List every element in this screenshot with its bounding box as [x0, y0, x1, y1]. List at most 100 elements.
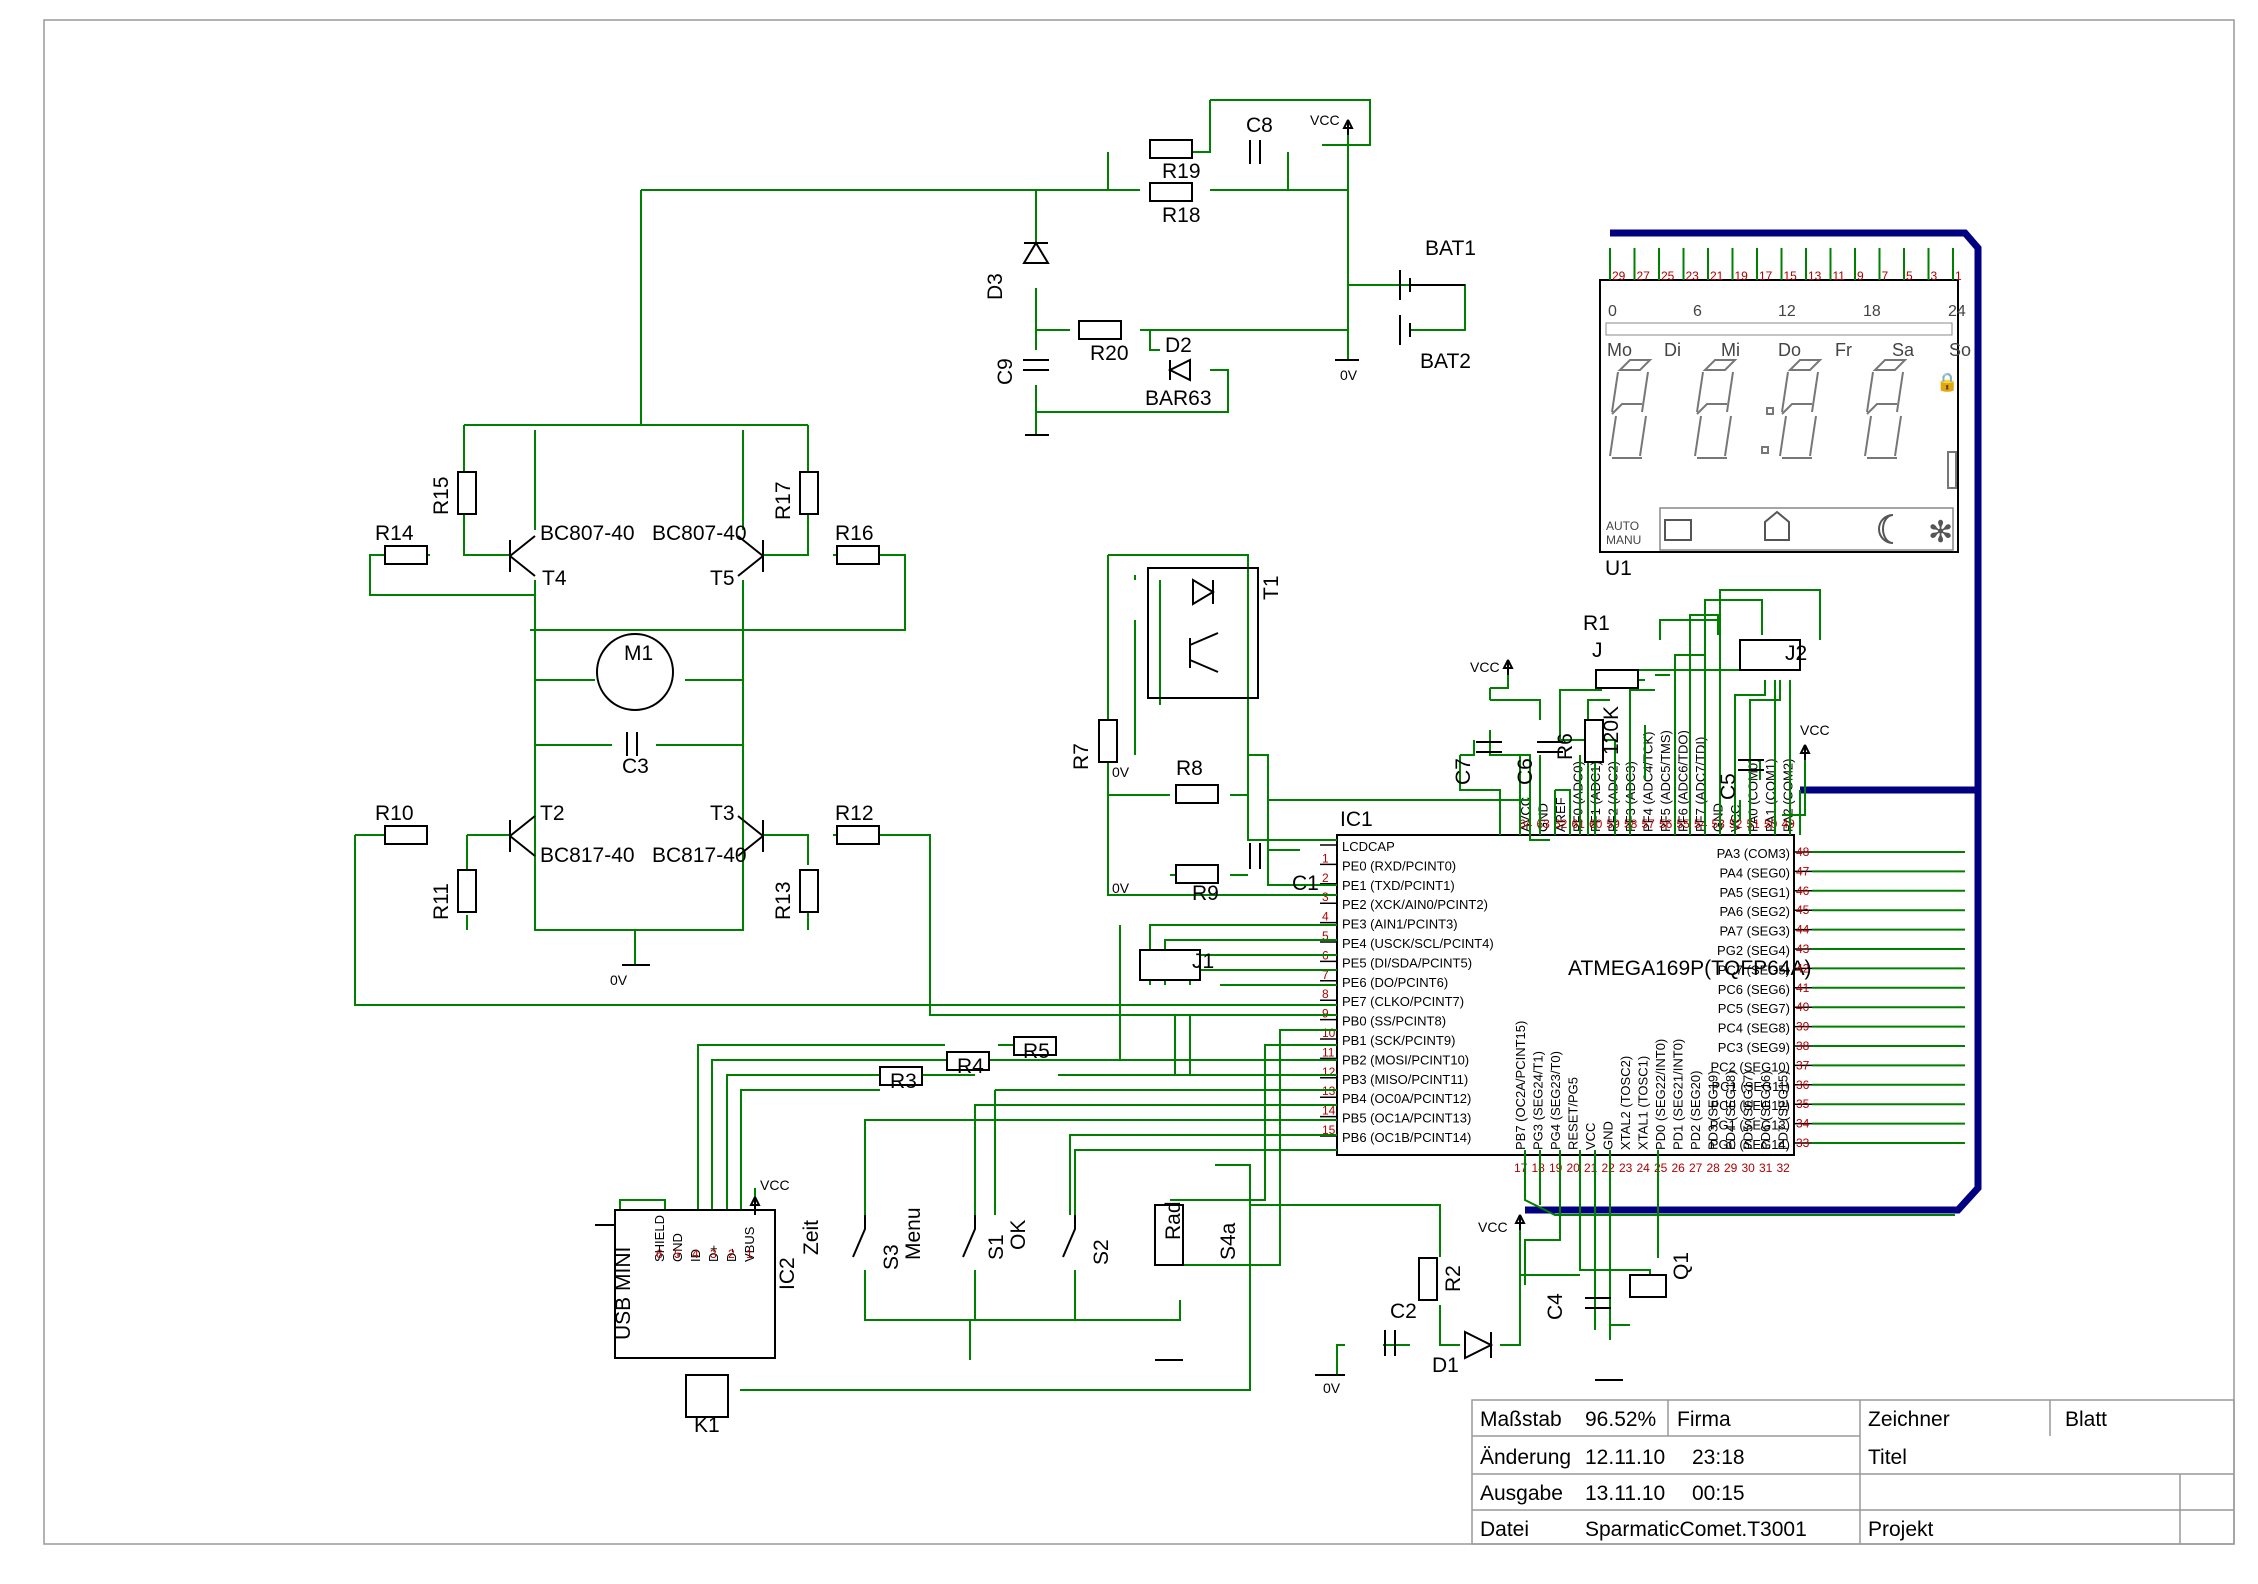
label-ic2: IC2: [776, 1257, 799, 1290]
label-s3: S3: [880, 1244, 903, 1270]
ic1-left-pin-number: 10: [1322, 1026, 1336, 1040]
ic1-bottom-pin-number: 22: [1602, 1161, 1616, 1175]
label-q1: Q1: [1670, 1252, 1693, 1280]
ic1-right-pin-label: PG1 (SEG13): [1710, 1118, 1790, 1133]
ic1-left-pin-number: 9: [1322, 1007, 1329, 1021]
label-r16: R16: [835, 522, 874, 545]
lcd-pin-number: 5: [1906, 269, 1913, 283]
label-t4-type: BC807-40: [540, 522, 635, 545]
lcd-pin-number: 19: [1735, 269, 1749, 283]
ic1-bottom-pin-number: 25: [1654, 1161, 1668, 1175]
label-r6-value: 120K: [1600, 706, 1623, 755]
label-t1: T1: [1260, 575, 1283, 600]
gnd-label: 0V: [1340, 367, 1358, 383]
vcc-label: VCC: [1478, 1219, 1508, 1235]
ic1-left-pin-number: 1: [1322, 851, 1329, 865]
label-r7: R7: [1070, 743, 1093, 770]
ic1-left-pin-label: PB1 (SCK/PCINT9): [1342, 1033, 1455, 1048]
usb-pin-label: D+: [706, 1245, 721, 1262]
ic1-left-pin-label: PB2 (MOSI/PCINT10): [1342, 1052, 1469, 1067]
ic1-top-pin-number: 57: [1642, 817, 1656, 831]
ic1-right-pin-label: PC3 (SEG9): [1718, 1040, 1790, 1055]
ic1-left-pin-label: PB4 (OC0A/PCINT12): [1342, 1091, 1471, 1106]
gnd-label: 0V: [610, 972, 628, 988]
ic1-top-pin-number: 56: [1659, 817, 1673, 831]
ic1-right-pin-label: PA6 (SEG2): [1719, 904, 1790, 919]
ic1-right-pin-label: PC0 (SEG12): [1711, 1098, 1790, 1113]
label-s2: S2: [1090, 1239, 1113, 1265]
ic1-top-pin-number: 59: [1607, 817, 1621, 831]
moon-icon: [1878, 514, 1894, 544]
label-r14: R14: [375, 522, 414, 545]
tb-scale-label: Maßstab: [1480, 1408, 1562, 1431]
label-s1-label: OK: [1007, 1220, 1030, 1250]
ic1-left-pin-label: PE7 (CLKO/PCINT7): [1342, 994, 1464, 1009]
label-t3-type: BC817-40: [652, 844, 747, 867]
vcc-label: VCC: [1470, 659, 1500, 675]
lcd-pin-number: 1: [1955, 269, 1962, 283]
ic1-top-pin-label: AREF: [1553, 797, 1568, 832]
ic1-left-pin-label: PE2 (XCK/AIN0/PCINT2): [1342, 897, 1488, 912]
tb-title-label: Titel: [1868, 1446, 1907, 1469]
ic1-bottom-pin-label: PG4 (SEG23/T0): [1548, 1051, 1563, 1150]
tb-change-time: 23:18: [1692, 1446, 1745, 1469]
lcd-pin-number: 25: [1661, 269, 1675, 283]
lcd-hour-mark: 6: [1693, 303, 1702, 320]
tb-change-date: 12.11.10: [1585, 1446, 1665, 1469]
ic1-right-pin-label: PC7 (SEG5): [1718, 962, 1790, 977]
ic1-bottom-pin-number: 24: [1637, 1161, 1651, 1175]
label-c2: C2: [1390, 1300, 1417, 1323]
lcd-day: Mi: [1721, 340, 1740, 360]
ic1-right-pin-label: PA4 (SEG0): [1719, 865, 1790, 880]
ic1-bottom-pin-label: PD6 (SEG16): [1758, 1071, 1773, 1150]
ic1-top-pin-number: 55: [1677, 817, 1691, 831]
ic1-left-pin-label: PB3 (MISO/PCINT11): [1342, 1072, 1468, 1087]
transistors: [509, 535, 764, 857]
ic1-top-pin-label: PF6 (ADC6/TDO): [1676, 730, 1691, 832]
lcd-hour-mark: 24: [1948, 303, 1966, 320]
label-r1: R1: [1583, 612, 1610, 635]
label-t2: T2: [540, 802, 565, 825]
ic1-top-pin-number: 51: [1747, 817, 1761, 831]
label-r15: R15: [430, 476, 453, 515]
usb-pin-number: 5: [674, 1247, 681, 1261]
ic1-left-pin-label: PE0 (RXD/PCINT0): [1342, 858, 1456, 873]
ic1-right-pin-label: PA3 (COM3): [1717, 846, 1790, 861]
lcd-day: Sa: [1892, 340, 1915, 360]
ic1-bottom-pin-label: PD1 (SEG21/INT0): [1671, 1039, 1686, 1150]
label-d3: D3: [984, 273, 1007, 300]
usb-pin-label: VBUS: [742, 1226, 757, 1262]
lcd-pin-number: 23: [1686, 269, 1700, 283]
ic1-top-pin-label: PA2 (COM2): [1781, 759, 1796, 832]
ic1-bottom-pin-label: XTAL1 (TOSC1): [1636, 1056, 1651, 1150]
lcd-pin-number: 3: [1931, 269, 1938, 283]
label-c5: C5: [1717, 773, 1740, 800]
label-r2: R2: [1442, 1265, 1465, 1292]
usb-pin-number: 6: [656, 1247, 663, 1261]
snowflake-icon: ✻: [1928, 516, 1953, 549]
label-s3-label: Menu: [902, 1207, 925, 1260]
label-j1: J1: [1192, 950, 1214, 973]
label-s1: S1: [985, 1234, 1008, 1260]
tb-issue-time: 00:15: [1692, 1482, 1745, 1505]
battery-icon: [1664, 519, 1692, 541]
tb-company-label: Firma: [1677, 1408, 1731, 1431]
lcd-pin-number: 21: [1710, 269, 1724, 283]
ic1-left-pin-number: 7: [1322, 968, 1329, 982]
label-c7: C7: [1452, 758, 1475, 785]
ic1-right-pin-label: PG0 (SEG14): [1710, 1137, 1790, 1152]
tb-file-label: Datei: [1480, 1518, 1529, 1541]
battery: [1399, 270, 1465, 345]
ic1-top-pin-number: 63: [1537, 817, 1551, 831]
ic1-top-pin-number: 49: [1782, 817, 1796, 831]
ic1-bottom-pin-label: PD4 (SEG18): [1723, 1071, 1738, 1150]
label-bat1: BAT1: [1425, 237, 1476, 260]
label-c4: C4: [1544, 1293, 1567, 1320]
usb-pin-label: SHIELD: [652, 1215, 667, 1262]
ic1-top-pin-number: 62: [1554, 817, 1568, 831]
ic1-left-pin-number: 8: [1322, 987, 1329, 1001]
ic1-bottom-pin-number: 29: [1724, 1161, 1738, 1175]
lcd-auto: AUTO: [1606, 519, 1639, 533]
ic1-bottom-pin-number: 28: [1707, 1161, 1721, 1175]
